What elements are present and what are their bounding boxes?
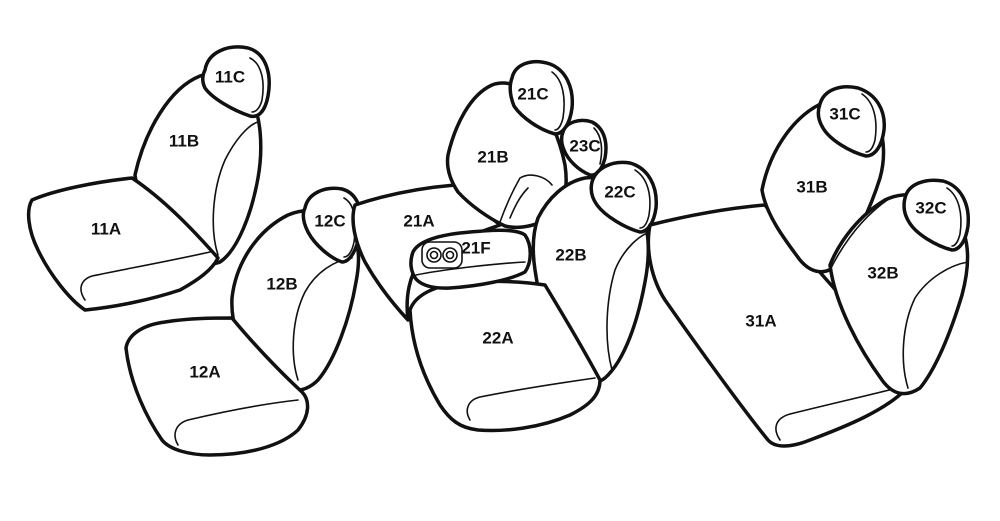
label-12b: 12B (266, 274, 297, 293)
label-12a: 12A (189, 362, 220, 381)
cup-holder-icon (442, 247, 458, 263)
label-31a: 31A (745, 311, 776, 330)
label-23c: 23C (569, 136, 600, 155)
part-labels: 11C 11B 11A 12C 12B 12A 21A 21B 21C 21F … (91, 67, 947, 381)
label-21c: 21C (517, 84, 548, 103)
label-31b: 31B (796, 177, 827, 196)
label-11c: 11C (215, 67, 245, 86)
seat-32c-headrest[interactable] (902, 178, 970, 252)
seat-11 (26, 45, 271, 312)
seat-3rd-row (646, 85, 970, 448)
label-12c: 12C (314, 211, 345, 230)
seat-12c-headrest[interactable] (301, 186, 363, 264)
seat-31c-headrest[interactable] (816, 85, 886, 158)
seat-12 (124, 186, 363, 457)
label-31c: 31C (829, 104, 860, 123)
seat-11a-cushion[interactable] (26, 176, 220, 312)
label-21b: 21B (477, 147, 508, 166)
seat-11c-headrest[interactable] (201, 45, 271, 119)
label-21f: 21F (461, 238, 490, 257)
label-32c: 32C (915, 198, 946, 217)
label-32b: 32B (867, 263, 898, 282)
seat-12a-cushion[interactable] (124, 316, 310, 457)
label-22a: 22A (482, 328, 513, 347)
cup-holder-icon (426, 247, 442, 263)
label-22c: 22C (604, 182, 635, 201)
label-22b: 22B (555, 245, 586, 264)
seat-21f-armrest[interactable] (409, 228, 532, 290)
cup-holder-icon (421, 241, 463, 269)
label-11b: 11B (169, 131, 199, 150)
seat-2nd-row (351, 59, 658, 433)
label-11a: 11A (91, 219, 121, 238)
label-21a: 21A (403, 211, 434, 230)
